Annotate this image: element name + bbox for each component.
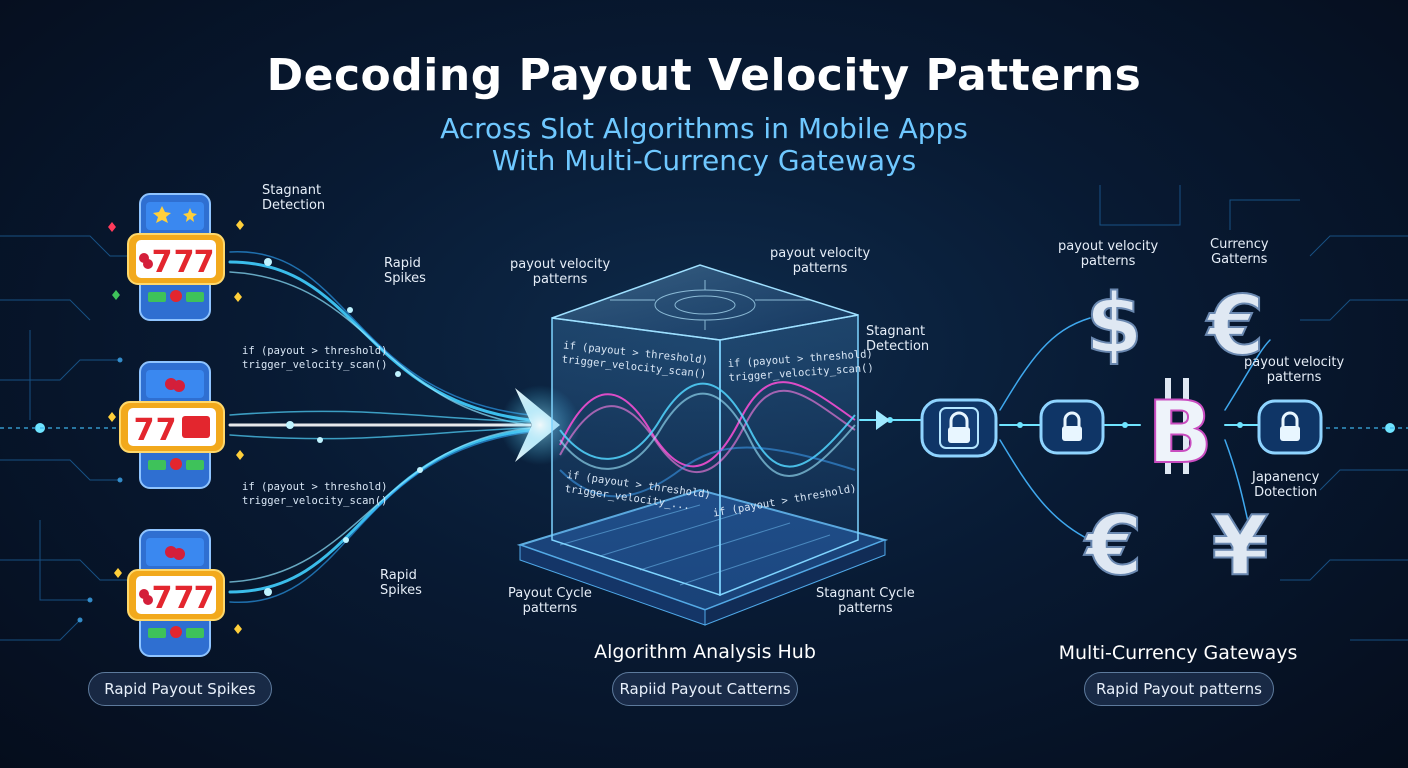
subtitle-line-1: Across Slot Algorithms in Mobile Apps bbox=[440, 112, 968, 145]
pill-rapid-payout-catterns[interactable]: Rapiid Payout Catterns bbox=[612, 672, 798, 706]
euro-symbol-top: € bbox=[1205, 279, 1264, 370]
svg-text:7: 7 bbox=[152, 245, 173, 280]
yen-icon: ¥ bbox=[1210, 498, 1269, 590]
dollar-icon: $ bbox=[1084, 276, 1143, 368]
svg-text:7: 7 bbox=[174, 581, 195, 616]
euro-icon: € bbox=[1204, 278, 1265, 370]
bitcoin-symbol: B bbox=[1147, 383, 1213, 478]
svg-text:7: 7 bbox=[156, 413, 177, 448]
dollar-symbol: $ bbox=[1085, 277, 1142, 368]
svg-text:7: 7 bbox=[152, 581, 173, 616]
code-snippet-low: if (payout > threshold)trigger_velocity_… bbox=[242, 481, 388, 507]
lock-icon bbox=[920, 398, 998, 458]
code-snippet-mid: if (payout > threshold)trigger_velocity_… bbox=[242, 345, 388, 371]
yen-symbol: ¥ bbox=[1211, 499, 1268, 590]
svg-text:7: 7 bbox=[194, 581, 215, 616]
slot-machine-phone-middle: 7 7 bbox=[108, 361, 244, 489]
svg-text:7: 7 bbox=[174, 245, 195, 280]
slot-machine-phone-bottom: 7 7 7 bbox=[114, 529, 242, 657]
lock-icon bbox=[1257, 399, 1323, 455]
euro-icon: € bbox=[1082, 498, 1143, 590]
euro-symbol-bottom: € bbox=[1083, 499, 1142, 590]
svg-text:7: 7 bbox=[134, 413, 155, 448]
bitcoin-icon: B bbox=[1146, 378, 1214, 478]
svg-text:7: 7 bbox=[194, 245, 215, 280]
page-title: Decoding Payout Velocity Patterns bbox=[266, 50, 1142, 101]
section-title-algorithm-hub: Algorithm Analysis Hub bbox=[594, 641, 816, 663]
pill-rapid-payout-patterns[interactable]: Rapid Payout patterns bbox=[1084, 672, 1274, 706]
slot-machine-phone-top: 7 7 7 bbox=[108, 193, 244, 321]
pill-rapid-payout-spikes[interactable]: Rapid Payout Spikes bbox=[88, 672, 272, 706]
section-title-multi-currency: Multi-Currency Gateways bbox=[1058, 642, 1298, 664]
subtitle-line-2: With Multi-Currency Gateways bbox=[491, 144, 917, 177]
lock-icon bbox=[1039, 399, 1105, 455]
